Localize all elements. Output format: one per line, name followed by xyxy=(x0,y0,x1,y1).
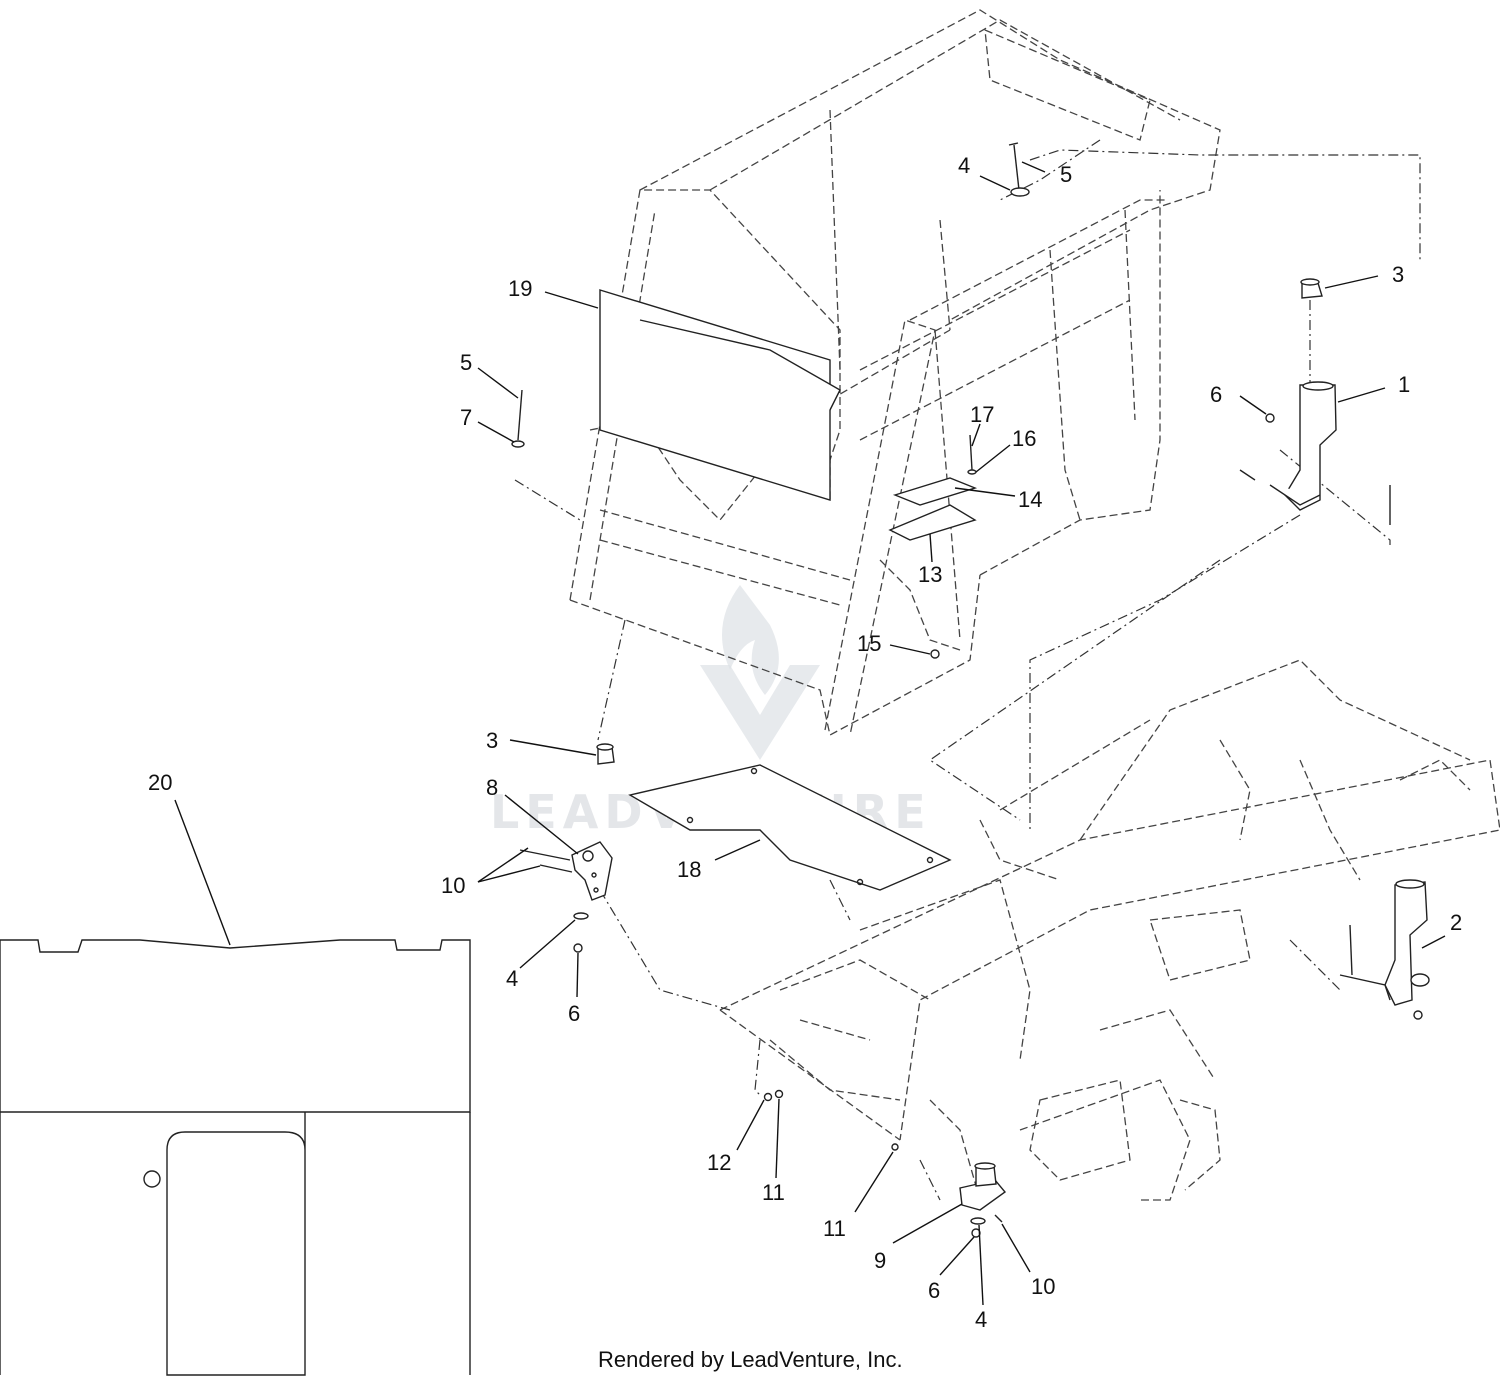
callout-6-bottom: 6 xyxy=(928,1278,940,1303)
bracket-1-bolts xyxy=(1239,469,1391,525)
callout-7: 7 xyxy=(460,405,472,430)
callout-3-mid: 3 xyxy=(486,728,498,753)
callout-9: 9 xyxy=(874,1248,886,1273)
part-16-17-pin xyxy=(967,434,977,475)
part-18-plate xyxy=(628,764,952,891)
callout-16: 16 xyxy=(1012,426,1036,451)
part-19-panel xyxy=(599,289,841,501)
callout-15: 15 xyxy=(857,631,881,656)
part-5-left-bolt xyxy=(511,389,525,448)
part-10-bolts-left xyxy=(519,849,573,873)
part-3-top-isolator xyxy=(1300,278,1323,299)
callout-6-right: 6 xyxy=(1210,382,1222,407)
callout-10-left: 10 xyxy=(441,873,465,898)
part-4-washer-bottom xyxy=(970,1217,986,1225)
part-20-floor-mat xyxy=(0,939,471,1376)
callout-1: 1 xyxy=(1398,372,1410,397)
callout-13: 13 xyxy=(918,562,942,587)
part-11-12-fasteners xyxy=(763,1089,899,1151)
callout-20: 20 xyxy=(148,770,172,795)
part-10-bolt-bottom xyxy=(994,1214,1003,1223)
callout-18: 18 xyxy=(677,857,701,882)
callout-3-top: 3 xyxy=(1392,262,1404,287)
callout-11-a: 11 xyxy=(762,1180,785,1205)
part-4-washer-left xyxy=(573,912,589,920)
callout-11-b: 11 xyxy=(823,1216,846,1241)
cab-frame xyxy=(569,9,1221,736)
part-8-bracket xyxy=(571,841,613,901)
render-credit: Rendered by LeadVenture, Inc. xyxy=(598,1347,903,1372)
callout-4-bottom: 4 xyxy=(975,1307,987,1332)
callout-5-top: 5 xyxy=(1060,162,1072,187)
callout-5-left: 5 xyxy=(460,350,472,375)
part-2-bracket xyxy=(1339,879,1430,1020)
callout-2: 2 xyxy=(1450,910,1462,935)
callout-19: 19 xyxy=(508,276,532,301)
callout-12: 12 xyxy=(707,1150,731,1175)
callout-17: 17 xyxy=(970,402,994,427)
callout-6-left: 6 xyxy=(568,1001,580,1026)
chassis-frame xyxy=(719,659,1500,1201)
part-6-nut-right xyxy=(1265,413,1275,423)
part-1-bracket xyxy=(1269,381,1337,511)
part-3-mid-isolator xyxy=(596,743,615,765)
part-13-14-plates xyxy=(888,477,978,541)
part-6-nut-left xyxy=(573,943,583,953)
callout-4-left: 4 xyxy=(506,966,518,991)
callout-10-bottom: 10 xyxy=(1031,1274,1055,1299)
callout-8: 8 xyxy=(486,775,498,800)
callout-14: 14 xyxy=(1018,487,1042,512)
leader-lines xyxy=(174,161,1446,1306)
callouts: 3 1 6 4 5 19 5 7 17 16 14 13 15 3 8 10 4… xyxy=(148,153,1462,1332)
part-5-top-bolt xyxy=(1008,142,1030,197)
assembly-lines xyxy=(514,139,1421,1201)
part-9-bracket xyxy=(959,1162,1007,1211)
callout-4-top: 4 xyxy=(958,153,970,178)
part-15-nut xyxy=(930,649,940,659)
